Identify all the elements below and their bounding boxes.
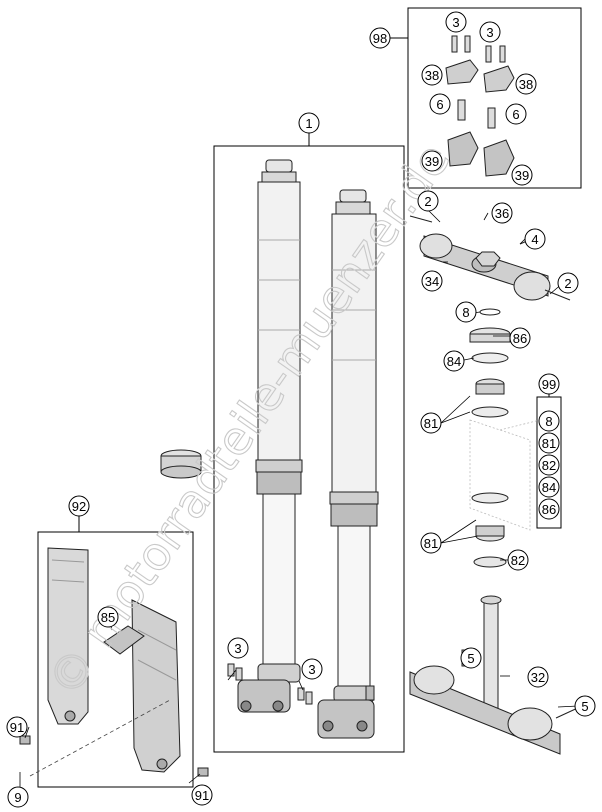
callout-6-label: 6 — [436, 97, 443, 112]
kit99-item: 81 — [538, 432, 560, 454]
frame-head-outline — [469, 419, 541, 531]
callout-38-label: 38 — [519, 77, 533, 92]
callout-92: 92 — [68, 495, 90, 517]
callout-3-label: 3 — [234, 641, 241, 656]
callout-39-label: 39 — [425, 154, 439, 169]
callout-91: 91 — [6, 716, 28, 738]
left-fork-cap — [265, 159, 293, 173]
kit99-item: 84 — [538, 476, 560, 498]
left-inner-tube — [262, 493, 296, 665]
kit99-item-label: 8 — [545, 414, 552, 429]
callout-32: 32 — [527, 666, 549, 688]
callout-34: 34 — [421, 270, 443, 292]
frame-98-handlebar-clamp-kit — [407, 7, 582, 189]
callout-2: 2 — [557, 272, 579, 294]
callout-92-label: 92 — [72, 499, 86, 514]
callout-81: 81 — [420, 412, 442, 434]
fork-protectors — [19, 547, 209, 777]
kit99-item: 86 — [538, 498, 560, 520]
callout-8-label: 8 — [462, 305, 469, 320]
callout-9: 9 — [7, 786, 29, 808]
kit99-item: 82 — [538, 454, 560, 476]
callout-81-label: 81 — [424, 536, 438, 551]
handlebar-clamp-parts — [445, 35, 515, 177]
steering-stem — [483, 599, 499, 711]
callout-2: 2 — [417, 190, 439, 212]
callout-5-label: 5 — [467, 651, 474, 666]
lower-triple-clamp — [409, 595, 583, 755]
callout-82-label: 82 — [511, 553, 525, 568]
right-outer-tube — [331, 213, 377, 493]
right-fork-leg — [317, 189, 379, 739]
callout-86: 86 — [509, 327, 531, 349]
kit99-item-label: 81 — [542, 436, 556, 451]
left-fork-leg — [237, 159, 303, 713]
right-inner-tube — [337, 525, 371, 687]
callout-84-label: 84 — [447, 354, 461, 369]
callout-3-label: 3 — [486, 25, 493, 40]
callout-38: 38 — [421, 64, 443, 86]
kit99-item: 8 — [538, 410, 560, 432]
callout-81-label: 81 — [424, 416, 438, 431]
callout-3: 3 — [227, 637, 249, 659]
callout-84: 84 — [443, 350, 465, 372]
kit99-item-label: 82 — [542, 458, 556, 473]
callout-3: 3 — [301, 658, 323, 680]
callout-98-label: 98 — [373, 31, 387, 46]
callout-5: 5 — [574, 695, 596, 717]
callout-36-label: 36 — [495, 206, 509, 221]
callout-5-label: 5 — [581, 699, 588, 714]
callout-39: 39 — [421, 150, 443, 172]
left-fork-seal — [256, 471, 302, 495]
callout-34-label: 34 — [425, 274, 439, 289]
callout-91-label: 91 — [10, 720, 24, 735]
callout-4: 4 — [524, 228, 546, 250]
callout-99-label: 99 — [542, 377, 556, 392]
callout-91: 91 — [191, 784, 213, 806]
steering-bearings — [469, 308, 511, 568]
callout-99: 99 — [538, 373, 560, 395]
protector-dash-line — [29, 699, 171, 777]
callout-9-label: 9 — [14, 790, 21, 805]
kit99-item-label: 84 — [542, 480, 556, 495]
callout-39: 39 — [511, 164, 533, 186]
left-outer-tube — [257, 181, 301, 461]
callout-6-label: 6 — [512, 107, 519, 122]
right-fork-seal — [330, 503, 378, 527]
callout-1: 1 — [298, 112, 320, 134]
callout-2-label: 2 — [424, 194, 431, 209]
callout-6: 6 — [505, 103, 527, 125]
callout-3: 3 — [445, 11, 467, 33]
callout-6: 6 — [429, 93, 451, 115]
callout-4-label: 4 — [531, 232, 538, 247]
callout-36: 36 — [491, 202, 513, 224]
right-axle-clamp — [317, 699, 375, 739]
callout-85-label: 85 — [101, 610, 115, 625]
fork-guide-ring — [160, 449, 202, 479]
callout-3: 3 — [479, 21, 501, 43]
callout-3-label: 3 — [452, 15, 459, 30]
callout-8: 8 — [455, 301, 477, 323]
callout-38: 38 — [515, 73, 537, 95]
kit99-item-label: 86 — [542, 502, 556, 517]
callout-98: 98 — [369, 27, 391, 49]
callout-1-label: 1 — [305, 116, 312, 131]
callout-32-label: 32 — [531, 670, 545, 685]
callout-81: 81 — [420, 532, 442, 554]
callout-38-label: 38 — [425, 68, 439, 83]
callout-86-label: 86 — [513, 331, 527, 346]
frame-92-fork-protector — [37, 531, 194, 788]
callout-85: 85 — [97, 606, 119, 628]
callout-3-label: 3 — [308, 662, 315, 677]
callout-2-label: 2 — [564, 276, 571, 291]
axle-clamp-screws — [227, 663, 313, 705]
callout-39-label: 39 — [515, 168, 529, 183]
callout-5: 5 — [460, 647, 482, 669]
steering-nut — [475, 251, 501, 267]
callout-82: 82 — [507, 549, 529, 571]
right-fork-cap — [339, 189, 367, 203]
callout-91-label: 91 — [195, 788, 209, 803]
